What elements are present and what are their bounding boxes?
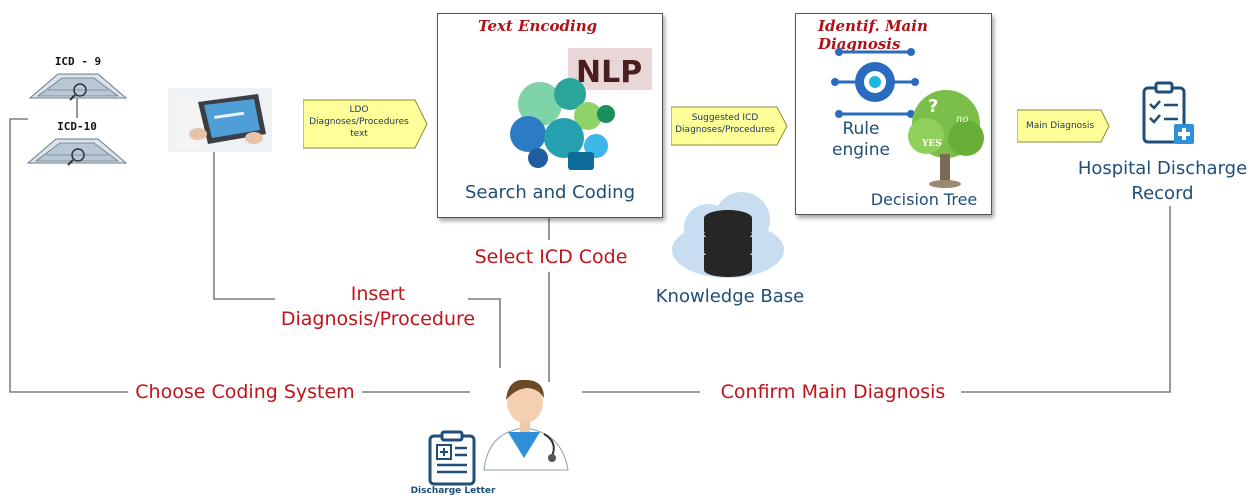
engine-label: engine (832, 140, 890, 160)
choose-coding-system-label: Choose Coding System (128, 381, 362, 403)
clipboard-icon (1142, 81, 1194, 144)
tablet-photo (168, 88, 272, 152)
tree-no-label: no (956, 114, 969, 125)
tree-question-label: ? (928, 96, 939, 117)
hdr-clipboard[interactable] (1138, 80, 1200, 148)
knowledge-base-cloud[interactable] (668, 188, 788, 282)
icd10-emblem[interactable]: ICD-10 (26, 120, 128, 168)
insert-line-right (468, 298, 501, 368)
main-diagnosis-box[interactable]: Identif. Main Diagnosis Rule engine ? no… (795, 13, 992, 215)
doctor-icon (483, 379, 569, 471)
icd10-book-icon (26, 138, 128, 166)
ldo-text-arrow: LDO Diagnoses/Procedures text (303, 98, 429, 150)
search-coding-label: Search and Coding (465, 182, 635, 203)
svg-text:NLP: NLP (576, 55, 642, 90)
database-cloud-icon (672, 192, 784, 278)
suggested-label: Suggested ICD (691, 113, 759, 123)
confirm-main-diagnosis-label: Confirm Main Diagnosis (705, 381, 961, 403)
main-diagnosis-arrow-label: Main Diagnosis (1025, 121, 1095, 131)
insert-line-left (213, 142, 275, 300)
main-diagnosis-arrow: Main Diagnosis (1017, 108, 1111, 144)
discharge-letter-label: Discharge Letter (410, 486, 496, 496)
icd9-emblem[interactable]: ICD - 9 (28, 55, 128, 103)
tablet-icon (168, 88, 272, 152)
suggested-arrow-shape (671, 106, 788, 146)
select-icd-code-label: Select ICD Code (460, 246, 642, 268)
suggested-icd-arrow: Suggested ICD Diagnoses/Procedures (671, 105, 789, 147)
main-diagnosis-arrow-shape (1017, 109, 1110, 143)
discharge-letter-clipboard[interactable] (424, 430, 482, 486)
decision-tree-label: Decision Tree (870, 190, 978, 209)
ldo-diagnoses-label: Diagnoses/Procedures (309, 117, 409, 127)
doctor-avatar[interactable] (478, 372, 574, 472)
icd9-book-icon (28, 73, 128, 101)
tree-yes-label: YES (922, 139, 942, 149)
hdr-label-line2: Record (1131, 183, 1194, 204)
diagnosis-procedure-label: Diagnosis/Procedure (280, 308, 476, 330)
icd10-label: ICD-10 (57, 120, 97, 133)
insert-label: Insert (350, 283, 406, 305)
discharge-letter-icon (428, 430, 476, 486)
knowledge-base-label: Knowledge Base (655, 286, 805, 307)
confirm-line-right (955, 206, 1171, 393)
hdr-label-line1: Hospital Discharge (1077, 158, 1248, 179)
decision-tree-icon (908, 90, 984, 188)
rule-label: Rule (842, 119, 880, 139)
ldo-text-label: text (350, 129, 368, 139)
nlp-search-coding-icon: NLP (510, 48, 652, 170)
suggested-diagnoses-label: Diagnoses/Procedures (675, 125, 775, 135)
text-encoding-title: Text Encoding (478, 17, 598, 35)
rule-engine-gear-icon (831, 48, 919, 118)
main-diagnosis-title: Identif. Main Diagnosis (818, 17, 928, 53)
icd9-label: ICD - 9 (54, 55, 102, 68)
ldo-arrow-shape (303, 99, 428, 149)
text-encoding-box[interactable]: Text Encoding NLP Search and Coding (437, 13, 663, 218)
choose-line-left (9, 118, 130, 393)
ldo-label: LDO (349, 105, 369, 115)
